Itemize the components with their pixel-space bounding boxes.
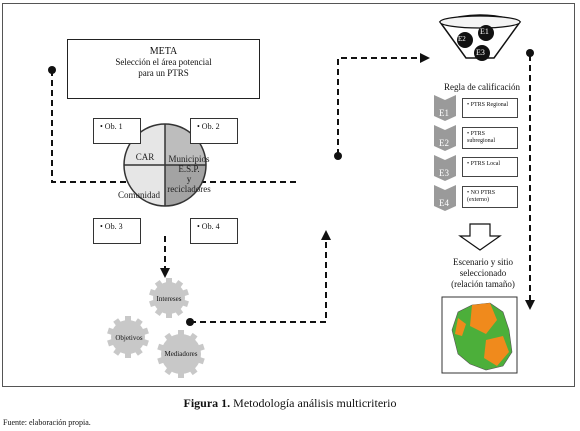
rating-chevron-2 xyxy=(434,125,456,151)
quadrant-car xyxy=(124,124,165,165)
caption-text: Metodología análisis multicriterio xyxy=(230,396,397,410)
rating-option-1: • PTRS Regional xyxy=(462,98,518,118)
funnel-label-e2: E2 xyxy=(458,35,466,43)
funnel-label-e3: E3 xyxy=(476,48,485,57)
funnel-ball-e1 xyxy=(478,25,494,41)
connector-to-funnel xyxy=(337,57,420,155)
quadrant-label-municipios: Municipios E.S.P. xyxy=(168,154,210,174)
arrowhead-right xyxy=(420,53,430,63)
hollow-down-arrow xyxy=(458,223,502,251)
map-thumbnail xyxy=(441,296,518,374)
quadrant-label-recicladores: y recicladores xyxy=(167,174,211,194)
meta-line-2: para un PTRS xyxy=(138,68,189,78)
rating-e2: E2 xyxy=(439,138,449,148)
rating-chevron-1 xyxy=(434,95,456,121)
quadrant-comunidad xyxy=(124,165,165,206)
gear-label-mediadores: Mediadores xyxy=(164,350,198,358)
rating-chevrons xyxy=(434,95,456,211)
figure-caption: Figura 1. Metodología análisis multicrit… xyxy=(0,396,580,411)
gear-intereses xyxy=(149,278,189,318)
arrowhead-up xyxy=(321,230,331,240)
rating-title: Regla de calificación xyxy=(444,82,520,92)
rating-e4: E4 xyxy=(439,198,449,208)
scenario-label: Escenario y sitio seleccionado (relación… xyxy=(451,257,515,289)
meta-line-1: Selección el área potencial xyxy=(115,57,212,67)
meta-box: META Selección el área potencial para un… xyxy=(67,39,260,99)
connector-meta-to-circle xyxy=(51,70,300,183)
rating-e3: E3 xyxy=(439,168,449,178)
gear-objetivos xyxy=(107,316,149,358)
objective-box-3: • Ob. 3 xyxy=(93,218,141,244)
arrowhead-down xyxy=(160,268,170,278)
connector-dot xyxy=(334,152,342,160)
funnel-ball-e2 xyxy=(457,32,473,48)
quadrant-label-comunidad: Comunidad xyxy=(118,190,160,200)
funnel-label-e1: E1 xyxy=(480,27,489,36)
connector-dot xyxy=(48,66,56,74)
figure-frame xyxy=(2,3,575,387)
quadrant-municipios xyxy=(165,124,206,165)
meta-title: META xyxy=(149,46,178,57)
rating-e1: E1 xyxy=(439,108,449,118)
funnel-icon xyxy=(438,14,522,61)
connector-dot xyxy=(186,318,194,326)
rating-option-3: • PTRS Local xyxy=(462,157,518,177)
quadrant-recicladores xyxy=(165,165,206,206)
source-note: Fuente: elaboración propia. xyxy=(3,418,91,427)
quadrant-label-car: CAR xyxy=(135,152,155,162)
funnel-ball-e3 xyxy=(474,45,490,61)
rating-option-4: • NO PTRS (externo) xyxy=(462,186,518,208)
gears-group xyxy=(107,278,205,378)
gear-mediadores xyxy=(157,330,205,378)
gear-label-objetivos: Objetivos xyxy=(115,334,143,342)
objective-box-2: • Ob. 2 xyxy=(190,118,238,144)
rating-chevron-4 xyxy=(434,185,456,211)
arrowhead-down xyxy=(525,300,535,310)
objective-box-1: • Ob. 1 xyxy=(93,118,141,144)
objective-box-4: • Ob. 4 xyxy=(190,218,238,244)
rating-chevron-3 xyxy=(434,155,456,181)
gear-label-intereses: Intereses xyxy=(156,295,182,303)
connector-gears-up xyxy=(190,240,327,323)
rating-option-2: • PTRS subregional xyxy=(462,127,518,149)
connector-dot xyxy=(526,49,534,57)
stakeholder-circle xyxy=(123,123,207,207)
caption-label: Figura 1. xyxy=(183,396,231,410)
